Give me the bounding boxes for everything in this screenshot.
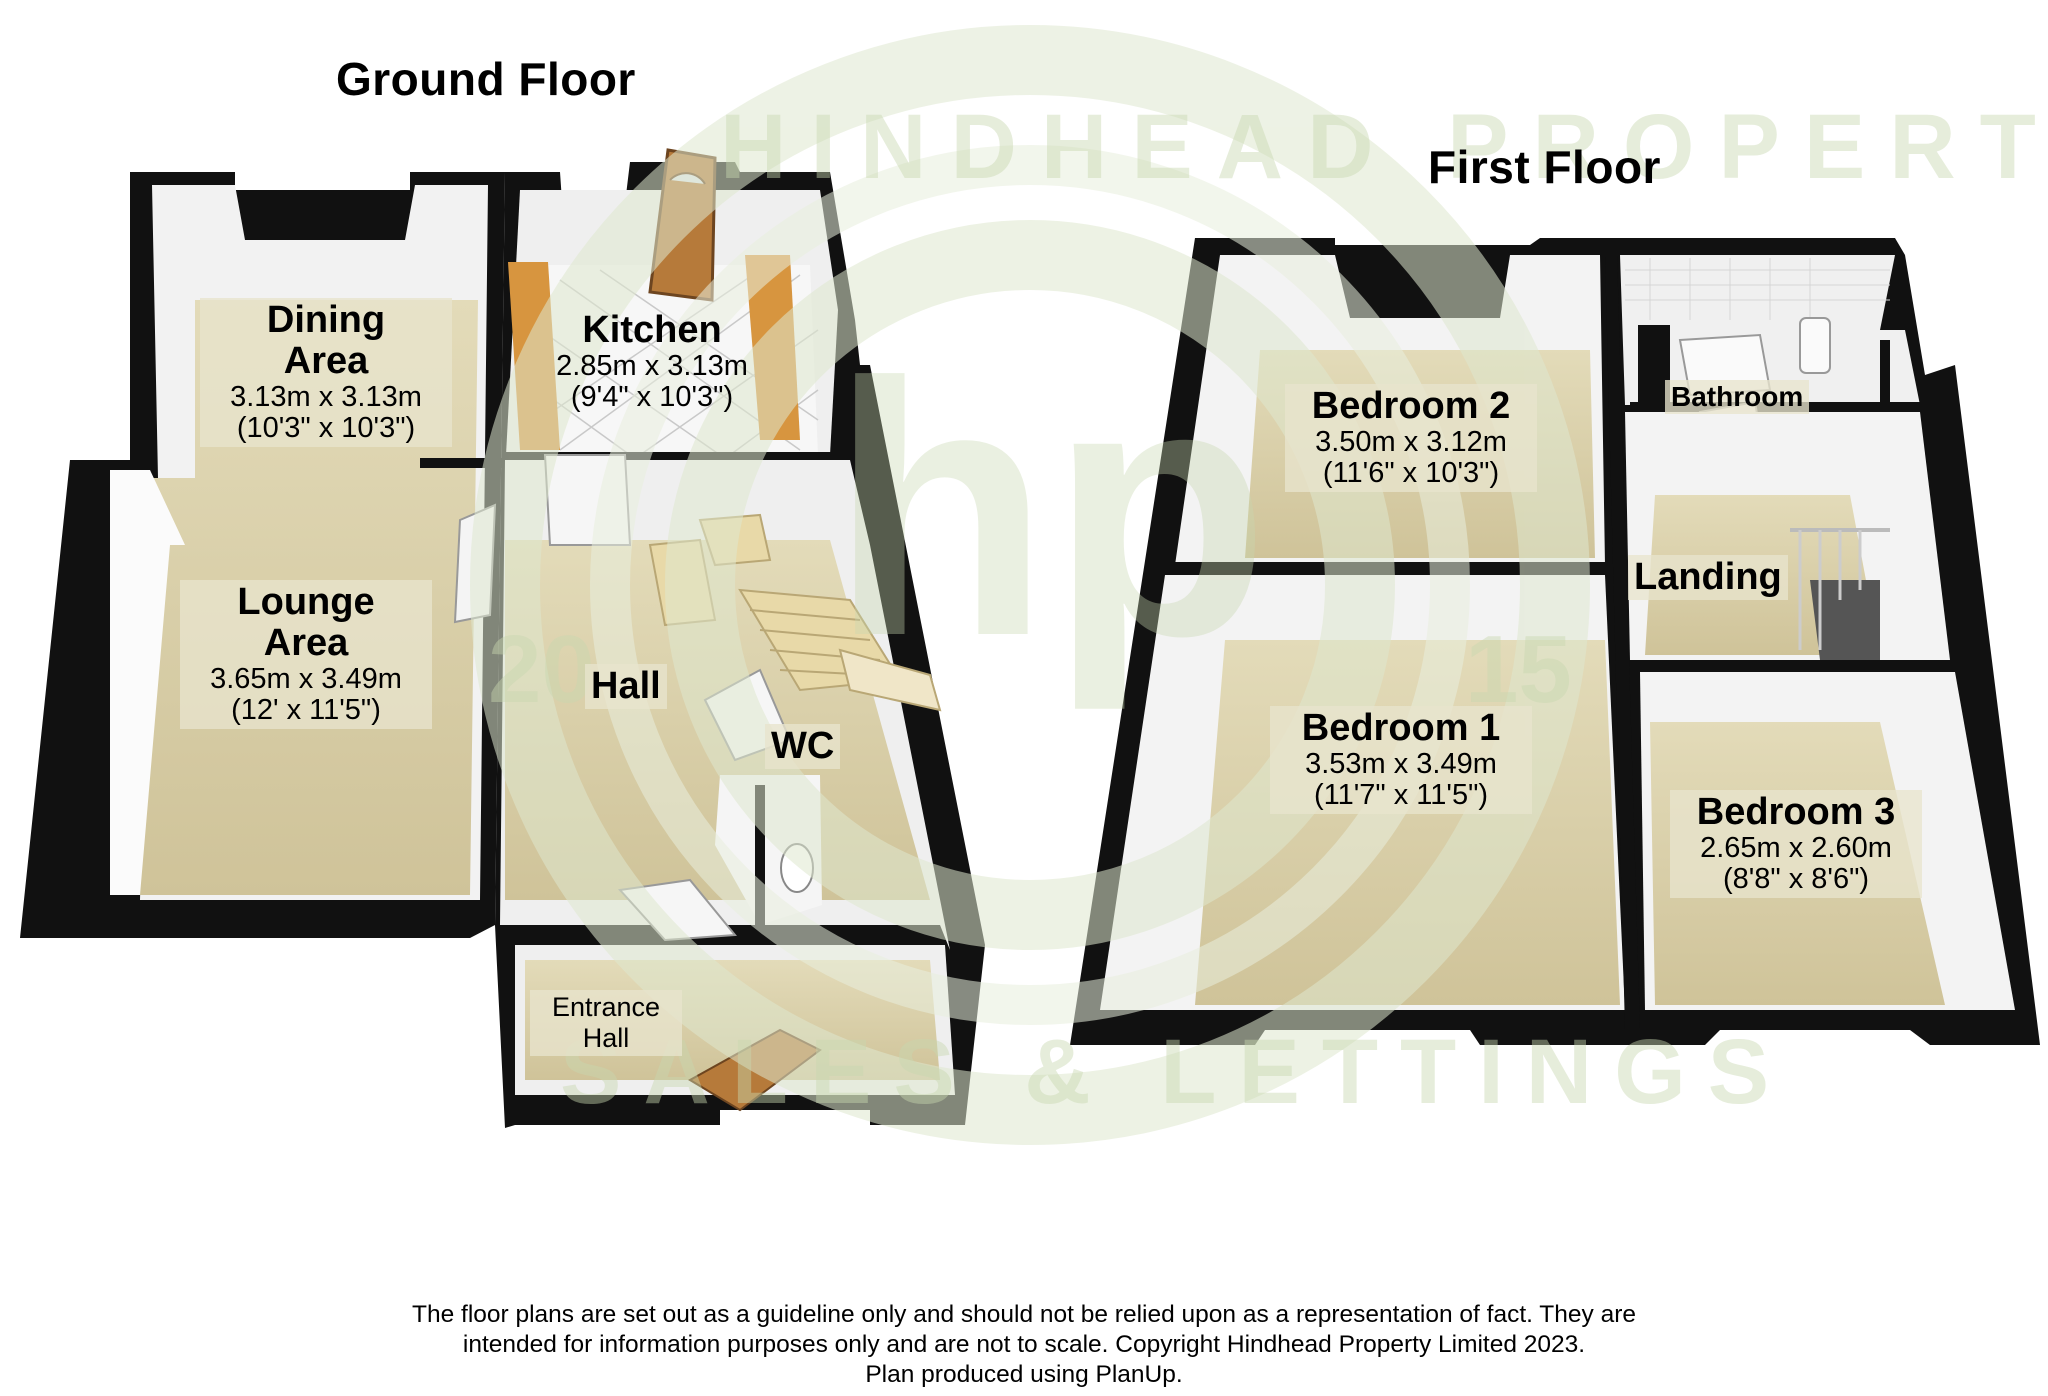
disclaimer-line-3: Plan produced using PlanUp. — [865, 1361, 1183, 1388]
bathroom-tiles — [1625, 258, 1890, 320]
bathroom-toilet — [1799, 317, 1831, 374]
room-dimensions-metric: 3.65m x 3.49m — [210, 663, 402, 696]
room-name: Lounge Area — [237, 581, 375, 665]
watermark-year-right: 15 — [1465, 616, 1572, 723]
room-dimensions-imperial: (8'8" x 8'6") — [1722, 863, 1870, 896]
room-dimensions-metric: 2.65m x 2.60m — [1700, 832, 1892, 865]
room-name: Bedroom 1 — [1301, 707, 1501, 749]
entrance-partition-right — [760, 928, 935, 938]
dining-partition — [420, 458, 502, 468]
first-floor-stairs — [1790, 528, 1890, 660]
room-label-hall: Hall — [585, 664, 667, 710]
bathroom-partition-left — [1638, 325, 1670, 405]
room-name: Hall — [591, 665, 661, 707]
wc-partition — [755, 785, 765, 930]
room-name: Bedroom 2 — [1311, 385, 1511, 427]
room-label-entrance-hall: Entrance Hall — [530, 990, 682, 1057]
bathroom-partition-right — [1880, 340, 1890, 405]
room-dimensions-imperial: (12' x 11'5") — [231, 694, 381, 727]
room-label-bedroom-3: Bedroom 3 2.65m x 2.60m (8'8" x 8'6") — [1670, 790, 1922, 898]
room-label-wc: WC — [765, 724, 841, 770]
room-name: Bedroom 3 — [1696, 791, 1896, 833]
watermark-text-top: HINDHEAD PROPERTY — [720, 96, 2048, 198]
room-dimensions-metric: 2.85m x 3.13m — [556, 350, 748, 383]
entrance-partition-left — [500, 925, 620, 935]
room-label-bedroom-2: Bedroom 2 3.50m x 3.12m (11'6" x 10'3") — [1285, 384, 1537, 492]
watermark-logo — [470, 25, 1590, 1145]
disclaimer-line-2: intended for information purposes only a… — [462, 1331, 1586, 1358]
room-dimensions-imperial: (10'3" x 10'3") — [236, 412, 416, 445]
watermark-text-bottom: SALES & LETTINGS — [560, 1021, 1792, 1123]
room-label-bathroom: Bathroom — [1665, 380, 1810, 415]
room-dimensions-metric: 3.50m x 3.12m — [1315, 426, 1507, 459]
room-name: Dining Area — [266, 299, 386, 383]
room-name: Bathroom — [1671, 381, 1804, 412]
room-dimensions-metric: 3.53m x 3.49m — [1305, 748, 1497, 781]
room-label-dining: Dining Area 3.13m x 3.13m (10'3" x 10'3"… — [200, 298, 452, 447]
kitchen-partition — [505, 452, 850, 462]
room-dimensions-imperial: (11'7" x 11'5") — [1313, 779, 1489, 812]
watermark-year-left: 20 — [488, 616, 595, 723]
central-partition — [1605, 255, 1640, 1030]
room-dimensions-imperial: (11'6" x 10'3") — [1322, 457, 1500, 490]
room-name: Landing — [1634, 556, 1782, 598]
room-label-landing: Landing — [1628, 555, 1788, 601]
ground-floor-title: Ground Floor — [336, 53, 636, 105]
room-dimensions-imperial: (9'4" x 10'3") — [570, 381, 734, 414]
room-label-lounge: Lounge Area 3.65m x 3.49m (12' x 11'5") — [180, 580, 432, 729]
room-name: Entrance Hall — [551, 992, 661, 1054]
disclaimer-line-1: The floor plans are set out as a guideli… — [412, 1301, 1636, 1328]
room-dimensions-metric: 3.13m x 3.13m — [230, 381, 422, 414]
room-label-kitchen: Kitchen 2.85m x 3.13m (9'4" x 10'3") — [532, 309, 772, 414]
watermark-monogram: hp — [830, 309, 1270, 711]
lounge-side-wall — [110, 470, 185, 895]
room-label-bedroom-1: Bedroom 1 3.53m x 3.49m (11'7" x 11'5") — [1270, 706, 1532, 814]
room-name: Kitchen — [582, 309, 722, 351]
landing-bed3-partition — [1630, 660, 1960, 672]
disclaimer: The floor plans are set out as a guideli… — [0, 1300, 2048, 1390]
room-name: WC — [771, 725, 835, 767]
first-floor-title: First Floor — [1428, 141, 1661, 193]
